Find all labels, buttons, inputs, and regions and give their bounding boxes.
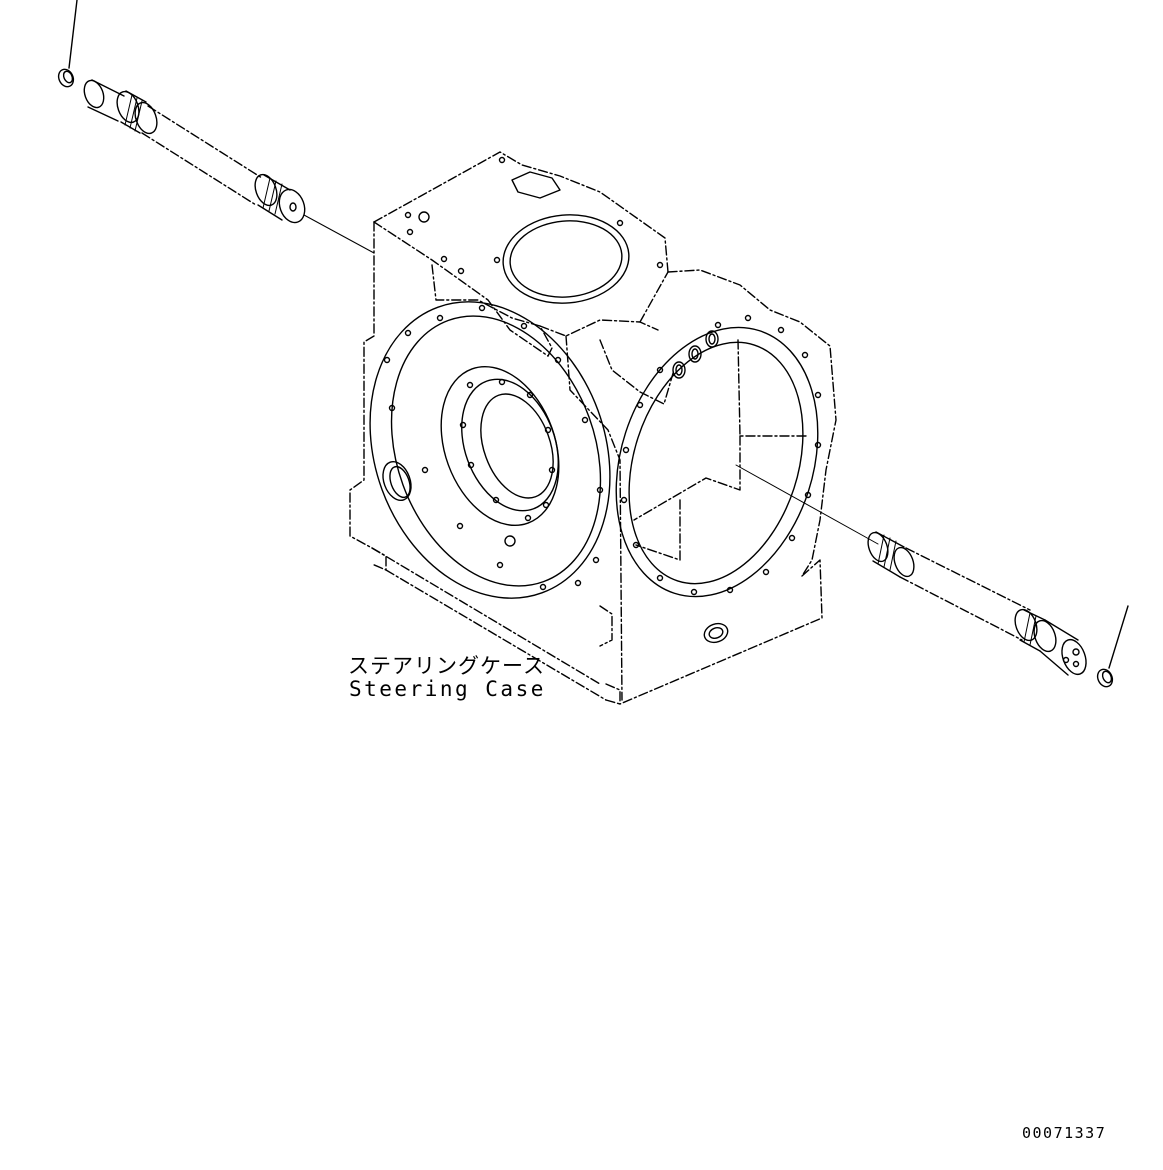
part-name-japanese: ステアリングケース bbox=[348, 654, 545, 678]
steering-case-body-icon bbox=[330, 152, 878, 704]
shaft-right-icon bbox=[864, 530, 1090, 678]
ring-left-icon bbox=[56, 0, 77, 89]
drawing-number: 00071337 bbox=[1022, 1124, 1107, 1142]
part-name-english: Steering Case bbox=[349, 677, 546, 701]
ring-right-icon bbox=[1095, 606, 1128, 689]
shaft-left-icon bbox=[81, 78, 374, 253]
